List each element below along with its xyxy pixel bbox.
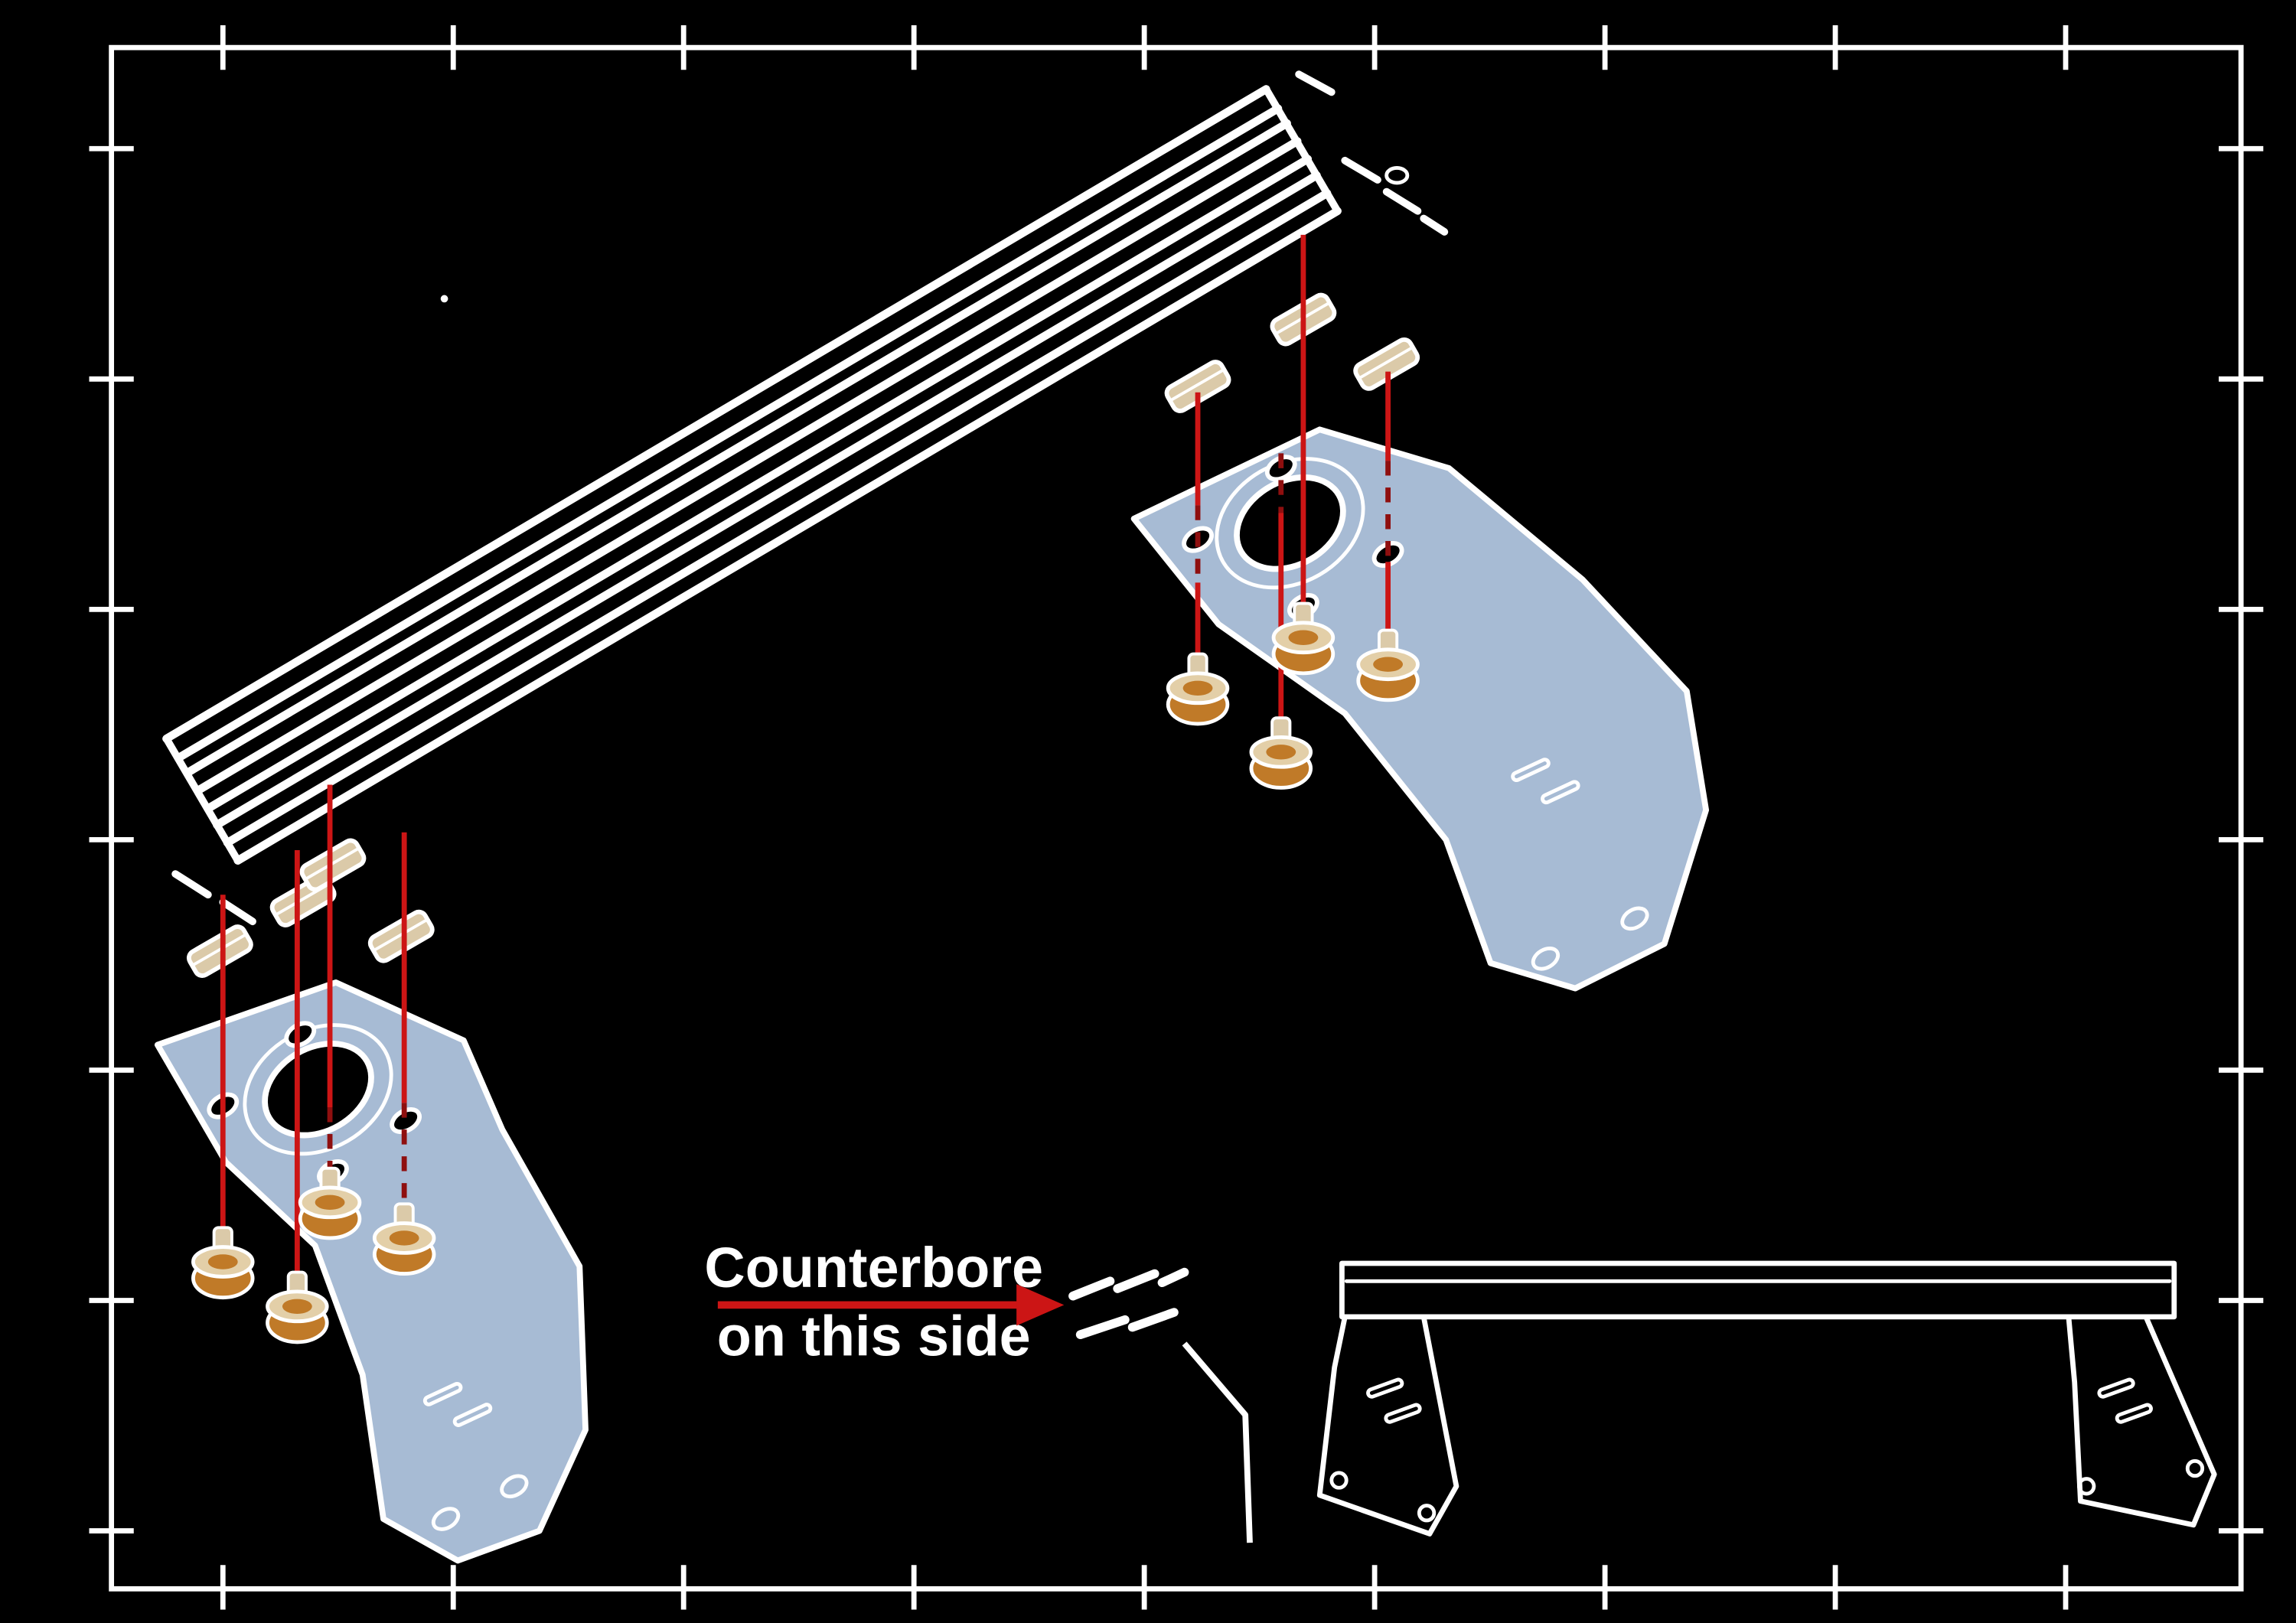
t-nut <box>367 909 435 963</box>
guide-line-hidden-right <box>1195 453 1391 583</box>
plate-slot <box>452 1403 493 1427</box>
guide-line-solid-right <box>1195 234 1391 722</box>
plate-end-hole <box>500 1474 529 1499</box>
engraving-marks <box>1068 1267 1189 1340</box>
screw-hole <box>390 1106 422 1135</box>
guide-lines <box>220 234 1391 1276</box>
foot-hole <box>2185 1458 2205 1478</box>
guide-line-hidden-left <box>327 1103 407 1207</box>
plate-end-hole <box>1620 906 1649 931</box>
screw <box>268 1273 328 1342</box>
foot-right <box>2066 1314 2217 1528</box>
foot-hole <box>1417 1504 1437 1523</box>
annotation-line1: Counterbore <box>704 1236 1043 1299</box>
foot-slot <box>2097 1377 2135 1399</box>
plate-end-hole <box>1531 947 1561 971</box>
extrusion-profile-detail-right <box>1295 70 1449 236</box>
annotation-line2: on this side <box>717 1304 1031 1367</box>
screw <box>1168 654 1228 724</box>
frame-ticks <box>89 25 2264 1610</box>
screws <box>193 604 1417 1342</box>
frame-border <box>109 44 2244 1592</box>
drawing-frame <box>109 44 2244 1592</box>
extrusion-end-cap-right <box>1262 85 1342 215</box>
foot-hole <box>1329 1471 1349 1490</box>
foot-left <box>1316 1314 1459 1537</box>
screw <box>1251 718 1311 787</box>
extrusion-profile-detail-left <box>171 870 256 926</box>
bore-boss-ring <box>1215 457 1365 590</box>
t-nut <box>299 838 367 892</box>
guide-line-solid-left <box>220 784 407 1276</box>
foot-slot <box>1366 1377 1404 1399</box>
motor-bore <box>1234 474 1346 572</box>
assembled-reference <box>1316 1260 2217 1537</box>
plate-end-hole <box>431 1507 461 1531</box>
t-nut <box>186 924 253 979</box>
foot-slot <box>2115 1403 2153 1424</box>
counterbore-annotation: Counterbore on this side <box>704 1236 1253 1543</box>
plate-slot <box>422 1381 463 1406</box>
assembled-extrusion <box>1339 1260 2177 1320</box>
speck <box>440 295 448 303</box>
foot-slot <box>1384 1403 1422 1424</box>
extrusion-end-cap-left <box>162 735 242 865</box>
screw <box>193 1227 253 1297</box>
aluminum-extrusion <box>162 70 1449 926</box>
plate-slot <box>1511 758 1551 783</box>
motor-plate-right <box>1130 426 1710 992</box>
annotation-arrow-head <box>1016 1284 1065 1326</box>
foot-hole <box>2077 1477 2096 1496</box>
plate-slot <box>1541 780 1580 805</box>
leader-line <box>1182 1341 1253 1543</box>
motor-plate-left <box>154 979 589 1564</box>
